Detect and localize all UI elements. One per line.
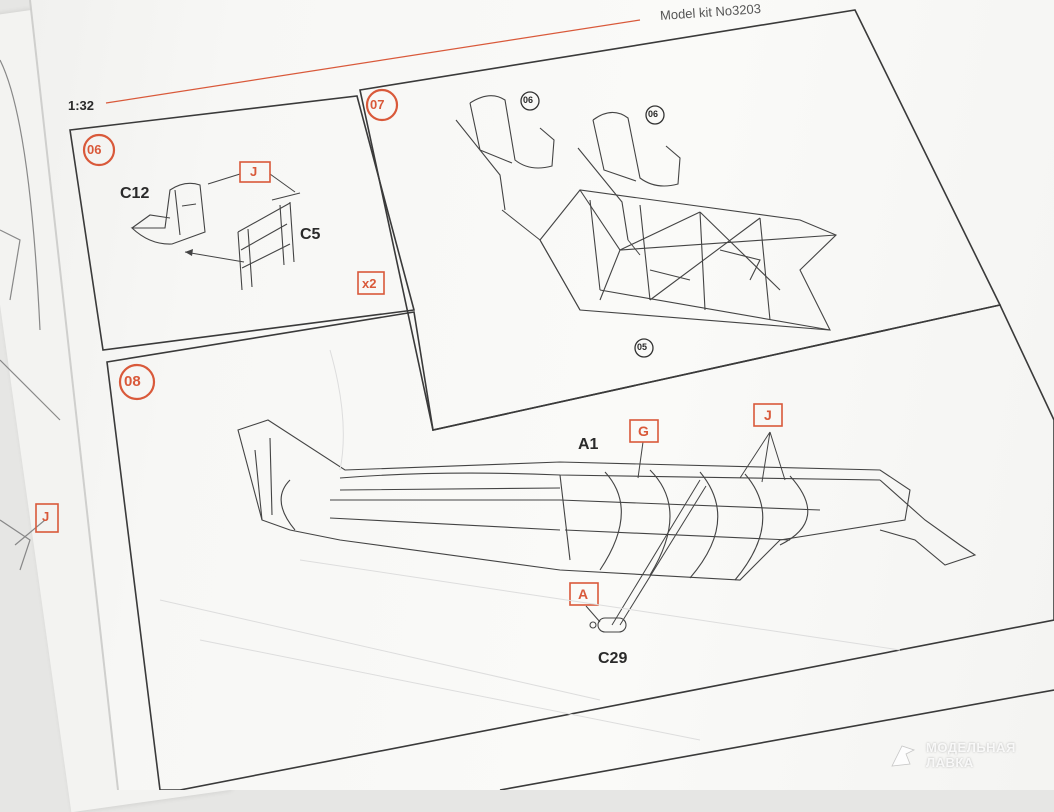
part-c5-label: C5 [300,226,321,243]
scale-label: 1:32 [68,98,95,113]
instruction-page [30,0,1054,790]
step-07-number: 07 [370,97,385,112]
step-07-ref-06a-text: 06 [523,95,534,105]
watermark-line-1: МОДЕЛЬНАЯ [926,740,1016,755]
step-06-color-code: J [250,164,258,179]
step-08-color-g: G [638,423,649,439]
left-page-color-code: J [42,509,50,524]
step-08-color-a: A [578,586,589,602]
step-07-ref-05-text: 05 [637,342,648,352]
part-c29-label: C29 [598,650,628,667]
step-06-number: 06 [87,142,102,157]
step-07-ref-06b-text: 06 [648,109,659,119]
watermark-line-2: ЛАВКА [926,755,974,770]
step-06-multiplier: x2 [362,276,377,291]
watermark-logo-icon [891,745,916,767]
step-08-color-j: J [764,407,772,423]
part-a1-label: A1 [578,436,599,453]
step-08-number: 08 [124,373,141,390]
watermark-text: МОДЕЛЬНАЯ ЛАВКА [926,740,1016,770]
part-c12-label: C12 [120,185,150,202]
